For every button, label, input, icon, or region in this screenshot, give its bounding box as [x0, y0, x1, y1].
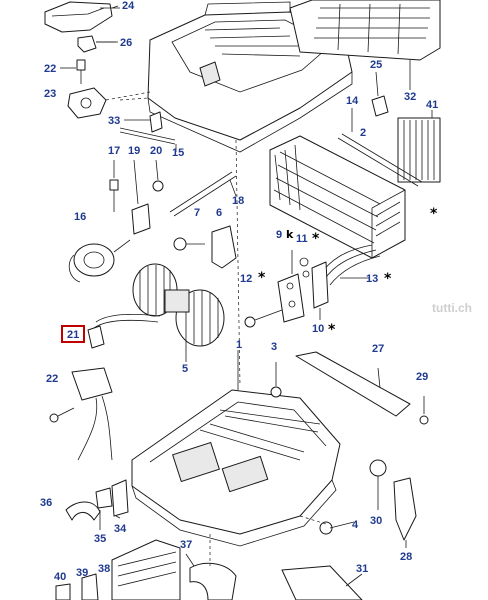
label-13: 13	[366, 273, 378, 285]
part-7-screw	[173, 237, 205, 251]
part-30-gear	[369, 459, 387, 508]
star-13: *	[384, 271, 392, 287]
label-9: 9	[276, 229, 282, 241]
part-16-resistor	[68, 239, 131, 283]
label-5: 5	[182, 363, 188, 375]
k-mark: k	[286, 228, 294, 241]
label-25: 25	[370, 59, 382, 71]
label-1: 1	[236, 339, 242, 351]
label-4: 4	[352, 519, 359, 531]
label-24: 24	[122, 0, 135, 12]
label-27: 27	[372, 343, 384, 355]
part-10-bracket	[311, 261, 329, 320]
label-18: 18	[232, 195, 244, 207]
label-3: 3	[271, 341, 277, 353]
star-10: *	[328, 322, 336, 338]
label-2: 2	[360, 127, 366, 139]
part-17-bolt	[109, 179, 119, 212]
part-14-seal	[337, 133, 423, 187]
part-12-screw	[244, 309, 283, 328]
label-26: 26	[120, 37, 132, 49]
label-40: 40	[54, 571, 66, 583]
part-28-lever	[393, 477, 417, 541]
part-41-filter	[397, 117, 441, 183]
leader-lines	[96, 7, 433, 587]
part-22-screw-lower	[49, 407, 75, 423]
part-36-hose	[65, 501, 101, 521]
star-12: *	[258, 270, 266, 286]
label-39: 39	[76, 567, 88, 579]
part-33-clip	[124, 111, 163, 133]
part-27-flap	[295, 351, 411, 417]
label-38: 38	[98, 563, 110, 575]
part-5-blower-motor	[132, 263, 225, 362]
label-20: 20	[150, 145, 162, 157]
part-1-lower-housing	[131, 389, 341, 547]
assembly-guides	[119, 97, 327, 566]
part-25-bracket	[371, 95, 389, 117]
part-24-cover	[44, 1, 119, 33]
label-30: 30	[370, 515, 382, 527]
part-6-bracket	[211, 225, 237, 269]
part-35-clip	[95, 487, 113, 509]
label-16: 16	[74, 211, 86, 223]
callout-labels: 24 26 22 23 33 15 17 19 20 16 7 6 18 25 …	[40, 0, 438, 583]
label-22-upper: 22	[44, 63, 56, 75]
part-9-valve	[277, 250, 305, 323]
part-15-rod	[119, 127, 176, 145]
lower-connector-module	[71, 367, 113, 461]
part-40-tube	[55, 583, 71, 600]
label-12: 12	[240, 273, 252, 285]
part-18-rod	[169, 171, 237, 217]
part-19-plate	[131, 203, 151, 235]
part-31-panel	[281, 565, 363, 600]
part-26-clip	[77, 35, 116, 53]
label-35: 35	[94, 533, 106, 545]
label-31: 31	[356, 563, 368, 575]
label-32: 32	[404, 91, 416, 103]
part-3-screw	[270, 362, 282, 398]
label-11: 11	[296, 233, 308, 245]
part-38-grille	[111, 539, 181, 600]
label-41: 41	[426, 99, 438, 111]
label-22-lower: 22	[46, 373, 58, 385]
part-34-bracket	[111, 479, 129, 517]
part-32-panel	[289, 0, 441, 90]
part-22-screw-upper	[60, 59, 86, 84]
label-28: 28	[400, 551, 412, 563]
label-17: 17	[108, 145, 120, 157]
label-37: 37	[180, 539, 192, 551]
label-29: 29	[416, 371, 428, 383]
label-36: 36	[40, 497, 52, 509]
label-34: 34	[114, 523, 127, 535]
star-11: *	[312, 231, 320, 247]
label-23: 23	[44, 88, 56, 100]
part-21-harness	[87, 313, 161, 349]
label-33: 33	[108, 115, 120, 127]
highlight-box-21	[61, 325, 85, 343]
part-2-heater-core	[269, 135, 406, 259]
part-23-actuator	[67, 87, 151, 119]
label-10: 10	[312, 323, 324, 335]
part-29-screw	[419, 396, 429, 425]
label-14: 14	[346, 95, 359, 107]
part-11-oring	[299, 257, 310, 278]
part-37-duct	[189, 562, 237, 600]
watermark-text: tutti.ch	[432, 301, 472, 315]
label-15: 15	[172, 147, 184, 159]
part-20-clip	[152, 180, 164, 192]
label-6: 6	[216, 207, 222, 219]
star-markers: * * * * * k	[258, 206, 438, 338]
label-7: 7	[194, 207, 200, 219]
part-39-duct	[81, 573, 99, 600]
part-4-grommet	[319, 521, 333, 535]
star-core: *	[430, 206, 438, 222]
label-21: 21	[67, 329, 79, 341]
label-19: 19	[128, 145, 140, 157]
